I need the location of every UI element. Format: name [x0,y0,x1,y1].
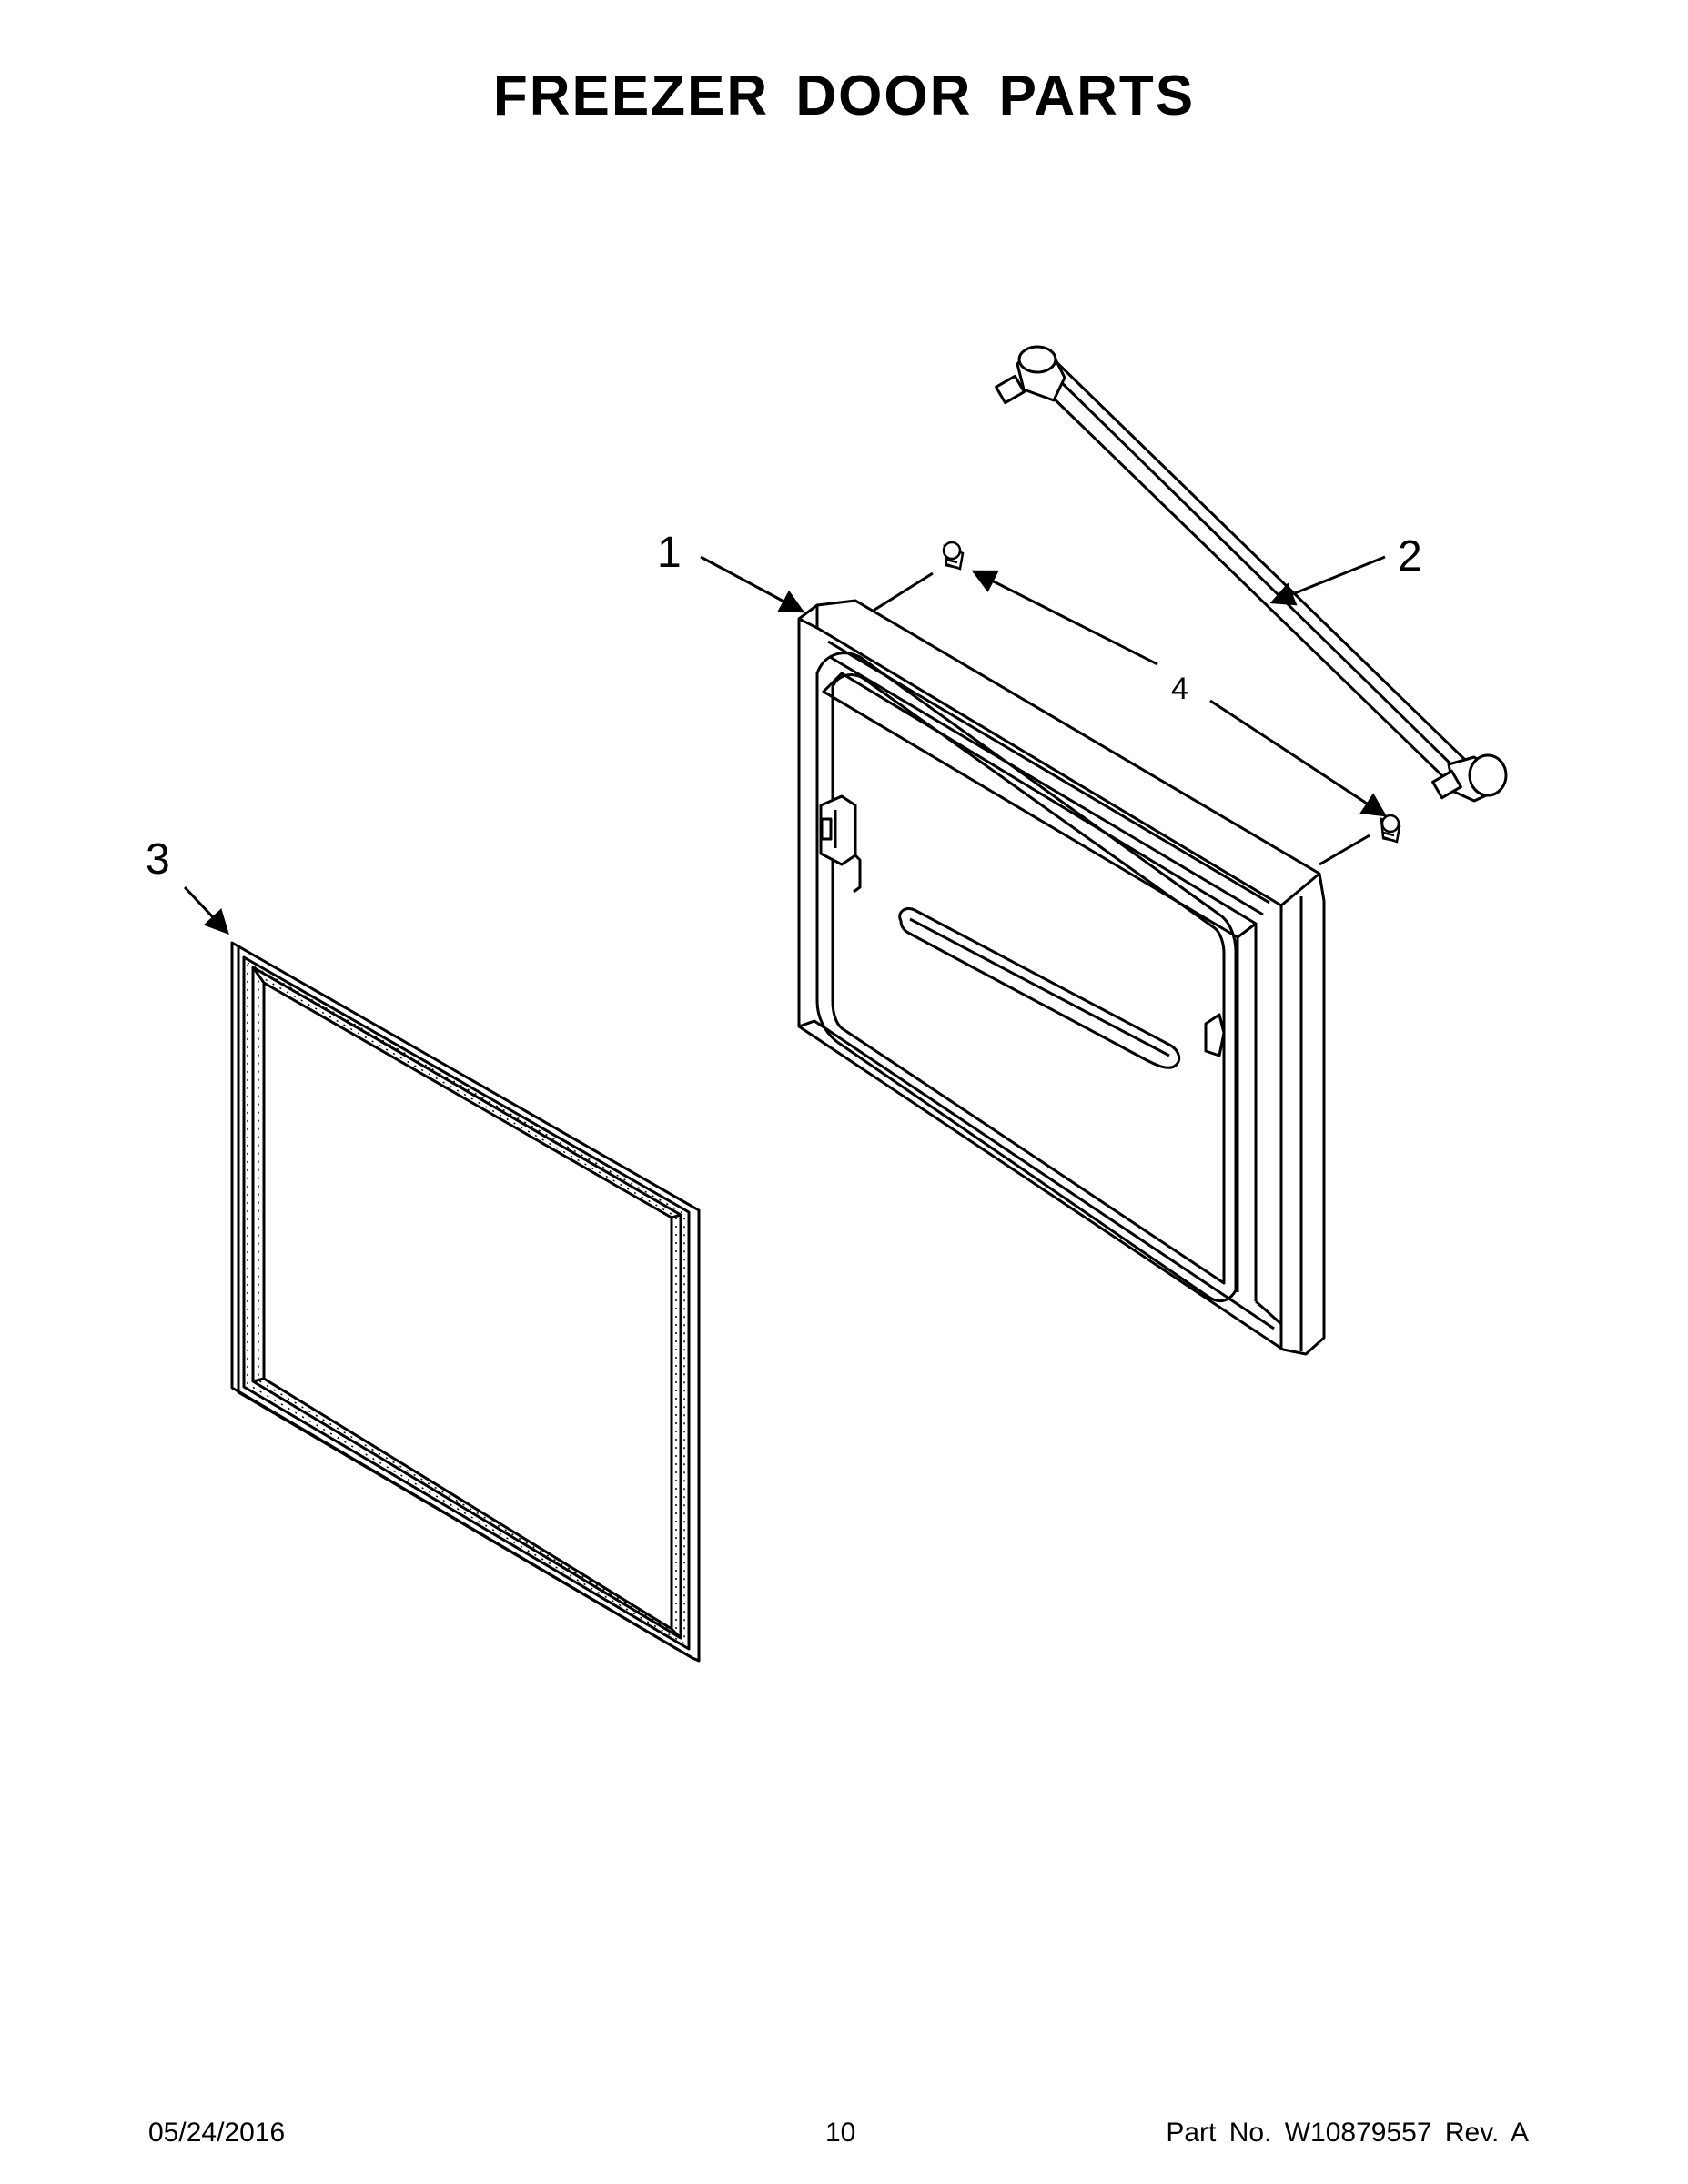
leader-line-1 [700,555,805,613]
leader-lines [183,555,1388,935]
freezer-door-assembly [797,599,1326,1356]
mounting-screws [942,541,1401,844]
door-gasket [230,941,701,1663]
footer-date: 05/24/2016 [148,2118,286,2148]
callout-2: 2 [1398,532,1422,581]
leader-line-3 [183,885,229,935]
leader-line-2 [1269,555,1386,606]
assembly-guide-lines [871,571,1370,866]
leader-line-4a [971,570,1158,666]
freezer-handle [995,345,1508,803]
leader-line-4b [1209,699,1388,817]
callout-4: 4 [1171,672,1188,706]
footer-part-number: Part No. W10879557 Rev. A [1166,2118,1529,2148]
callout-1: 1 [657,529,682,577]
page-title: FREEZER DOOR PARTS [492,65,1196,127]
callout-3: 3 [146,835,170,884]
screw-top [942,541,965,571]
footer-page-number: 10 [825,2118,856,2148]
screw-bottom [1380,814,1401,844]
